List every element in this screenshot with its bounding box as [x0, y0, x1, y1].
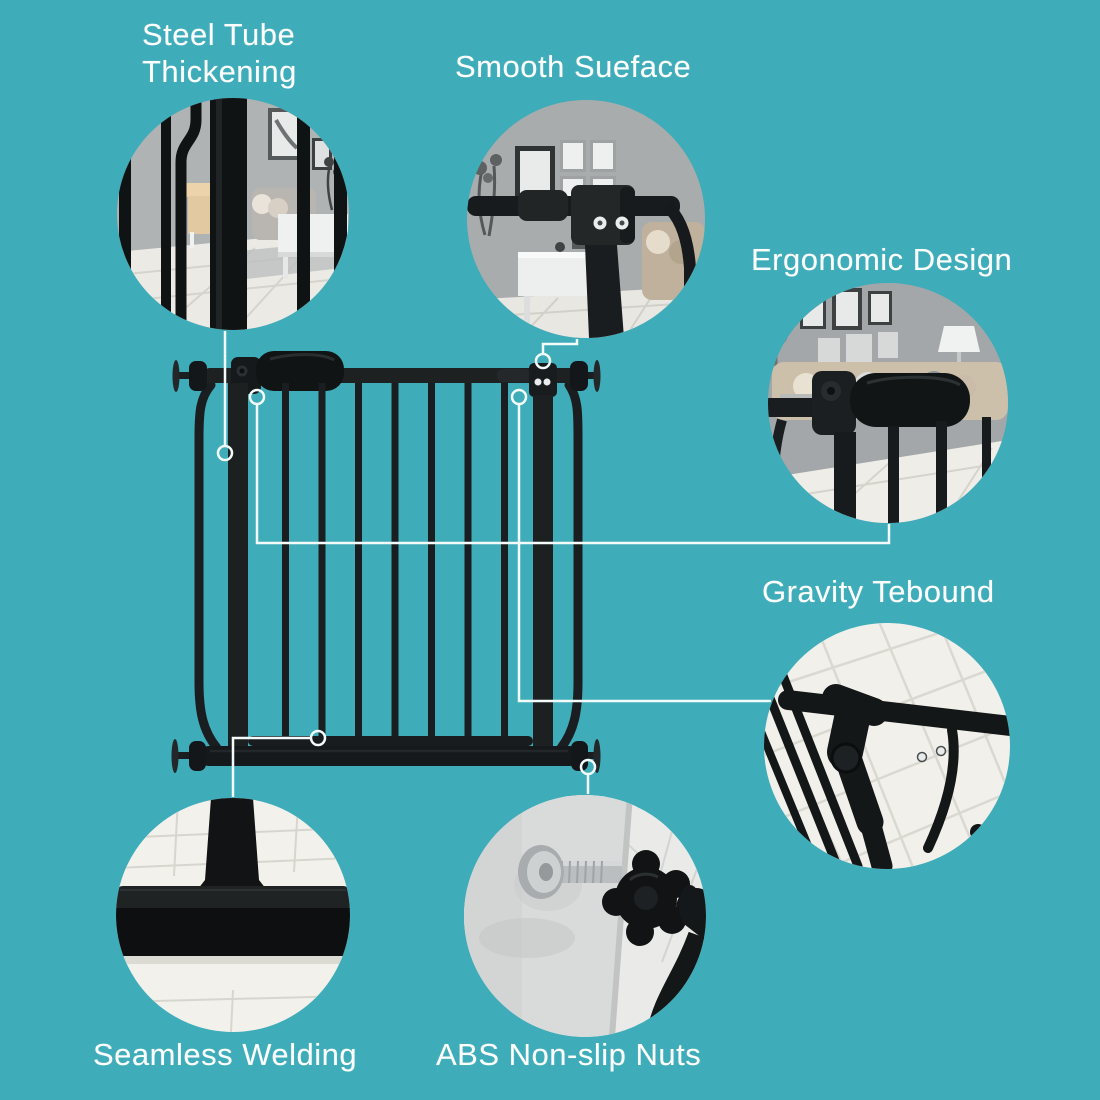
feature-circle-seamless: [116, 798, 350, 1032]
leader-line-ergonomic: [255, 404, 891, 545]
callout-ring-smooth-surface: [534, 352, 552, 370]
leader-line-smooth-surface: [541, 339, 579, 354]
gate-right-frame-tube: [556, 380, 583, 753]
safety-gate: [171, 351, 601, 773]
gate-latch-closeup: [467, 185, 696, 338]
leader-line-seamless: [231, 736, 311, 797]
picture-frames: [800, 288, 898, 366]
label-gravity-rebound: Gravity Tebound: [762, 574, 995, 609]
feature-circle-smooth-surface: [467, 100, 705, 338]
label-smooth-surface: Smooth Sueface: [455, 49, 692, 84]
feature-circle-gravity: [764, 623, 1010, 869]
leader-line-gravity: [517, 404, 771, 703]
gate-handle: [256, 351, 344, 391]
feature-circle-steel-tube: [117, 98, 349, 330]
wall-mount-spindle-bottom-left: [171, 739, 206, 773]
gate-bottom-rail: [200, 746, 578, 766]
label-steel-tube-thickening: Steel Tube Thickening: [142, 17, 297, 89]
wall-mount-spindle-top-right: [570, 360, 601, 392]
callout-lines: [216, 331, 891, 797]
welded-joint-closeup: [116, 798, 350, 964]
gate-rail-sleeve: [497, 369, 531, 382]
gate-latch: [529, 363, 557, 397]
wall-mount-spindle-top-left: [172, 360, 207, 392]
wall-mount-nut-closeup: [518, 845, 706, 1037]
wall-mount-spindle-bottom-right: [571, 739, 601, 773]
gate-left-frame-tube: [194, 380, 222, 753]
gate-handle-closeup: [768, 371, 991, 523]
callout-ring-steel-tube: [216, 444, 234, 462]
gate-door-bars: [228, 383, 553, 747]
label-abs-non-slip-nuts: ABS Non-slip Nuts: [436, 1037, 702, 1072]
feature-circle-ergonomic: [768, 283, 1008, 523]
label-ergonomic-design: Ergonomic Design: [751, 242, 1013, 277]
label-seamless-welding: Seamless Welding: [93, 1037, 358, 1072]
feature-circle-abs-nuts: [464, 795, 706, 1037]
callout-ring-gravity: [510, 388, 528, 406]
